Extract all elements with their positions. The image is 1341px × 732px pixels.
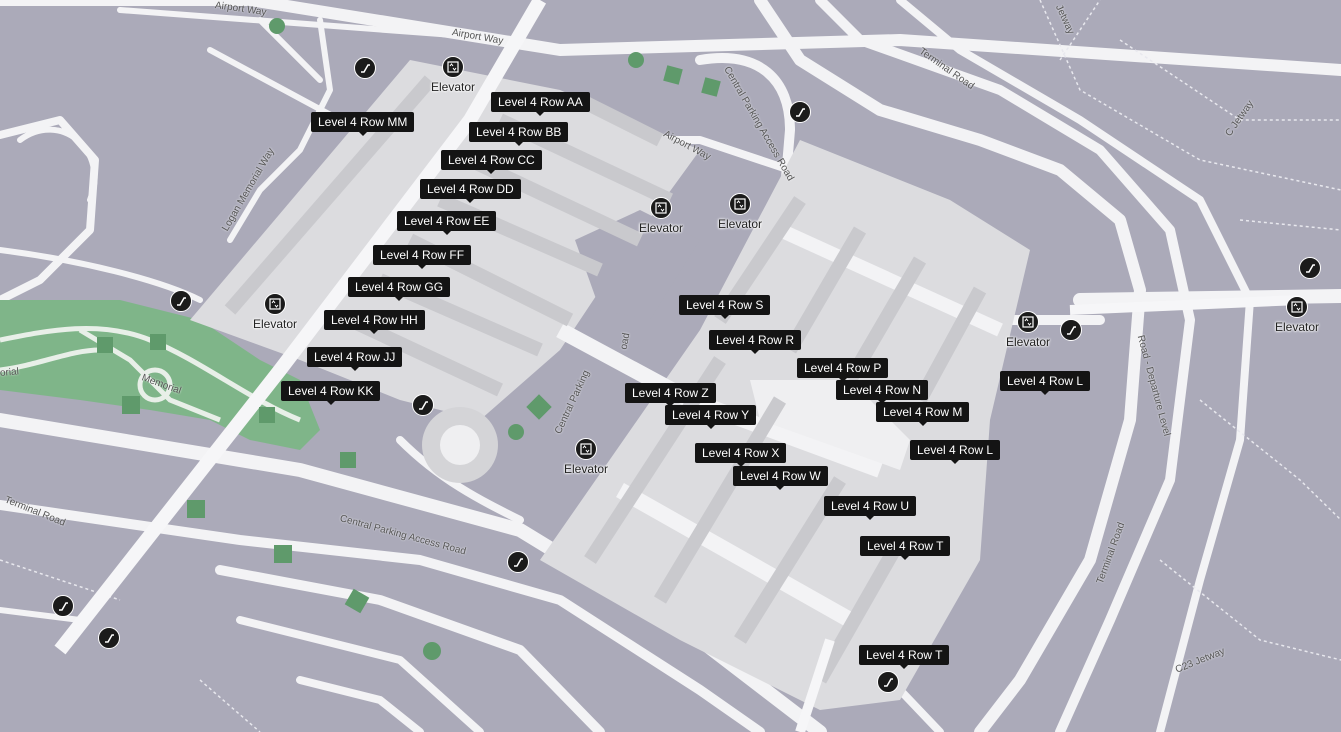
row-label-hh[interactable]: Level 4 Row HH — [324, 310, 425, 334]
elevator-poi[interactable]: Elevator — [431, 56, 475, 94]
row-label-ff[interactable]: Level 4 Row FF — [373, 245, 472, 269]
escalator-icon — [1299, 257, 1321, 279]
trees — [97, 18, 721, 660]
row-label-m[interactable]: Level 4 Row M — [876, 402, 970, 426]
row-label-r[interactable]: Level 4 Row R — [709, 330, 802, 354]
escalator-poi[interactable] — [412, 394, 434, 416]
elevator-label: Elevator — [638, 221, 684, 235]
escalator-poi[interactable] — [354, 57, 376, 79]
row-label-u[interactable]: Level 4 Row U — [824, 496, 917, 520]
escalator-poi[interactable] — [52, 595, 74, 617]
escalator-poi[interactable] — [170, 290, 192, 312]
elevator-poi[interactable]: Elevator — [718, 193, 762, 231]
escalator-icon — [354, 57, 376, 79]
road-label: orial — [0, 366, 20, 379]
elevator-label: Elevator — [1005, 335, 1051, 349]
escalator-poi[interactable] — [877, 671, 899, 693]
row-label-x[interactable]: Level 4 Row X — [695, 443, 787, 467]
row-label-l-right[interactable]: Level 4 Row L — [1000, 371, 1091, 395]
elevator-icon — [1286, 296, 1308, 318]
elevator-label: Elevator — [563, 462, 609, 476]
escalator-icon — [52, 595, 74, 617]
elevator-poi[interactable]: Elevator — [253, 293, 297, 331]
row-label-jj[interactable]: Level 4 Row JJ — [307, 347, 403, 371]
escalator-poi[interactable] — [98, 627, 120, 649]
elevator-poi[interactable]: Elevator — [639, 197, 683, 235]
row-label-cc[interactable]: Level 4 Row CC — [441, 150, 542, 174]
row-label-y[interactable]: Level 4 Row Y — [665, 405, 757, 429]
row-label-ee[interactable]: Level 4 Row EE — [397, 211, 497, 235]
row-label-p[interactable]: Level 4 Row P — [797, 358, 889, 382]
escalator-icon — [412, 394, 434, 416]
escalator-poi[interactable] — [1060, 319, 1082, 341]
escalator-icon — [170, 290, 192, 312]
elevator-poi[interactable]: Elevator — [564, 438, 608, 476]
row-label-s[interactable]: Level 4 Row S — [679, 295, 771, 319]
row-label-t-lower[interactable]: Level 4 Row T — [859, 645, 950, 669]
row-label-z[interactable]: Level 4 Row Z — [625, 383, 716, 407]
elevator-poi[interactable]: Elevator — [1275, 296, 1319, 334]
elevator-label: Elevator — [252, 317, 298, 331]
elevator-icon — [264, 293, 286, 315]
elevator-icon — [442, 56, 464, 78]
elevator-icon — [729, 193, 751, 215]
escalator-icon — [98, 627, 120, 649]
elevator-label: Elevator — [717, 217, 763, 231]
escalator-poi[interactable] — [789, 101, 811, 123]
row-label-l[interactable]: Level 4 Row L — [910, 440, 1001, 464]
elevator-icon — [650, 197, 672, 219]
row-label-n[interactable]: Level 4 Row N — [836, 380, 929, 404]
row-label-mm[interactable]: Level 4 Row MM — [311, 112, 415, 136]
row-label-aa[interactable]: Level 4 Row AA — [491, 92, 590, 116]
escalator-icon — [507, 551, 529, 573]
row-label-gg[interactable]: Level 4 Row GG — [348, 277, 451, 301]
row-label-t[interactable]: Level 4 Row T — [860, 536, 951, 560]
elevator-icon — [1017, 311, 1039, 333]
escalator-icon — [877, 671, 899, 693]
escalator-icon — [1060, 319, 1082, 341]
escalator-poi[interactable] — [507, 551, 529, 573]
escalator-poi[interactable] — [1299, 257, 1321, 279]
elevator-label: Elevator — [1274, 320, 1320, 334]
row-label-dd[interactable]: Level 4 Row DD — [420, 179, 521, 203]
row-label-kk[interactable]: Level 4 Row KK — [281, 381, 381, 405]
row-label-bb[interactable]: Level 4 Row BB — [469, 122, 569, 146]
row-label-w[interactable]: Level 4 Row W — [733, 466, 828, 490]
elevator-poi[interactable]: Elevator — [1006, 311, 1050, 349]
elevator-label: Elevator — [430, 80, 476, 94]
escalator-icon — [789, 101, 811, 123]
elevator-icon — [575, 438, 597, 460]
